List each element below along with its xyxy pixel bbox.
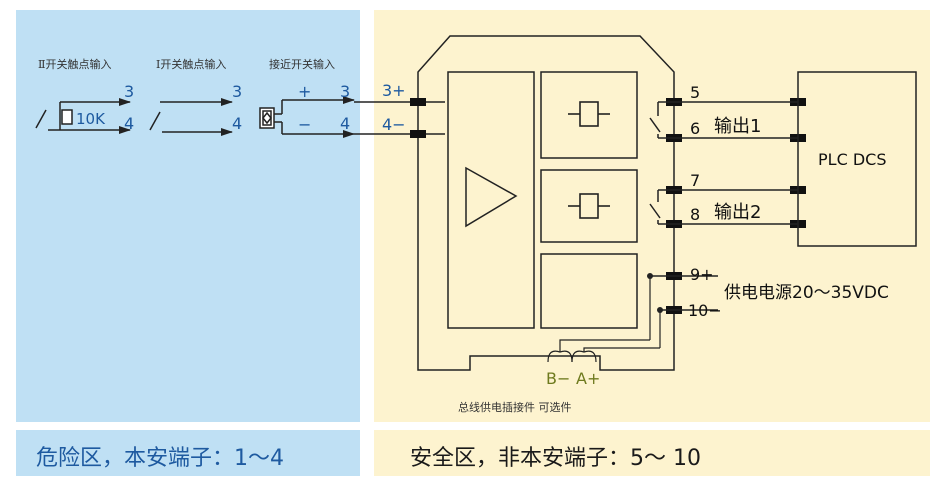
terminal-6: 6 (690, 119, 700, 138)
switch-contact-2-input (35, 98, 131, 134)
module-terminal-4-minus: 4− (382, 115, 406, 134)
bus-connector-note: 总线供电插接件 可选件 (458, 400, 572, 414)
output-wiring (649, 101, 798, 311)
proximity-switch-label: 接近开关输入 (269, 57, 335, 71)
proximity-sensor-input (259, 96, 355, 138)
proximity-terminal-3: 3 (340, 82, 350, 101)
proximity-plus: + (298, 82, 311, 101)
proximity-terminal-4: 4 (340, 114, 350, 133)
plc-dcs-box (797, 71, 917, 247)
switch1-terminal-3: 3 (232, 82, 242, 101)
bus-a-plus: A+ (576, 369, 600, 388)
terminal-5: 5 (690, 83, 700, 102)
switch2-terminal-4: 4 (124, 114, 134, 133)
switch-contact-2-label: Ⅱ开关触点输入 (38, 57, 111, 71)
input-wires (354, 101, 445, 135)
bus-wiring (547, 276, 661, 363)
safe-caption: 安全区，非本安端子：5～ 10 (410, 446, 701, 471)
terminal-9-plus: 9+ (690, 265, 714, 284)
bus-b-minus: B− (546, 369, 570, 388)
output-2-label: 输出2 (714, 202, 761, 223)
output-1-label: 输出1 (714, 116, 761, 137)
safe-caption-box (374, 430, 930, 476)
terminal-7: 7 (690, 171, 700, 190)
hazard-caption: 危险区，本安端子：1～4 (36, 446, 284, 471)
hazardous-area (16, 10, 360, 422)
terminal-8: 8 (690, 205, 700, 224)
switch-contact-1-input (149, 98, 233, 136)
isolator-module (417, 35, 675, 371)
relay-coil-icon (568, 101, 610, 127)
relay-coil-icon (568, 193, 610, 219)
switch2-terminal-3: 3 (124, 82, 134, 101)
plc-dcs-label: PLC DCS (818, 150, 886, 169)
module-terminal-3-plus: 3+ (382, 81, 406, 100)
proximity-minus: − (298, 115, 311, 134)
terminal-10-minus: 10− (688, 301, 722, 320)
resistor-label: 10K (76, 110, 106, 128)
hazard-caption-box (16, 430, 360, 476)
switch-contact-1-label: Ⅰ开关触点输入 (156, 57, 226, 71)
switch1-terminal-4: 4 (232, 114, 242, 133)
power-supply-label: 供电电源20～35VDC (724, 283, 889, 303)
